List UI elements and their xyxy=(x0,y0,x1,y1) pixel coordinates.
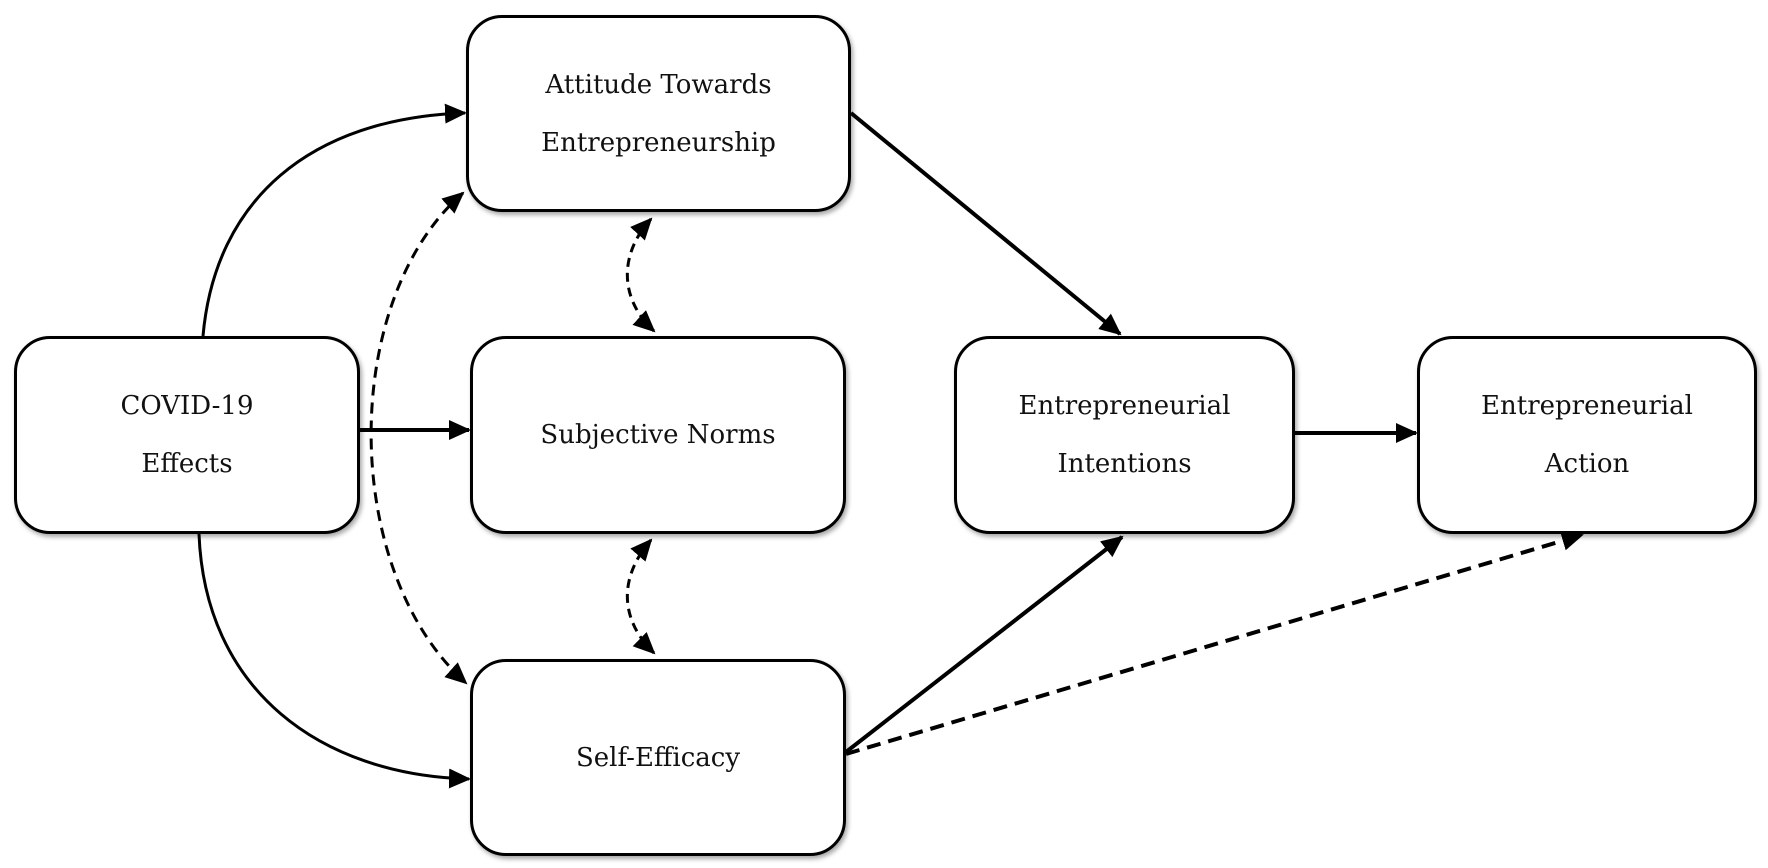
node-norms-line1: Subjective Norms xyxy=(540,420,776,450)
node-covid-line2: Effects xyxy=(141,449,233,479)
node-action-line2: Action xyxy=(1544,449,1630,479)
edge-efficacy-to-action-dashed xyxy=(845,531,1584,756)
edge-norms-efficacy-dashed xyxy=(625,538,656,655)
node-entrepreneurial-action: Entrepreneurial Action xyxy=(1417,336,1757,534)
node-intentions-line1: Entrepreneurial xyxy=(1018,391,1231,421)
node-attitude-towards-entrepreneurship: Attitude Towards Entrepreneurship xyxy=(466,15,851,212)
node-efficacy-line1: Self-Efficacy xyxy=(575,742,741,773)
edge-attitude-to-intentions xyxy=(849,111,1122,336)
node-subjective-norms: Subjective Norms xyxy=(470,336,846,534)
node-entrepreneurial-intentions: Entrepreneurial Intentions xyxy=(954,336,1295,534)
node-covid-line1: COVID-19 xyxy=(120,391,254,421)
edge-covid-to-efficacy xyxy=(197,533,471,789)
node-attitude-line1: Attitude Towards xyxy=(545,69,772,100)
node-covid-19-effects: COVID-19 Effects xyxy=(14,336,360,534)
edge-attitude-efficacy-dashed xyxy=(369,191,468,685)
edge-attitude-norms-dashed xyxy=(625,217,656,333)
node-intentions-line2: Intentions xyxy=(1057,449,1192,479)
node-attitude-line2: Entrepreneurship xyxy=(541,127,776,158)
edge-efficacy-to-intentions xyxy=(844,535,1124,754)
node-self-efficacy: Self-Efficacy xyxy=(470,659,846,856)
edge-covid-to-attitude xyxy=(201,103,467,337)
node-action-line1: Entrepreneurial xyxy=(1481,391,1693,421)
